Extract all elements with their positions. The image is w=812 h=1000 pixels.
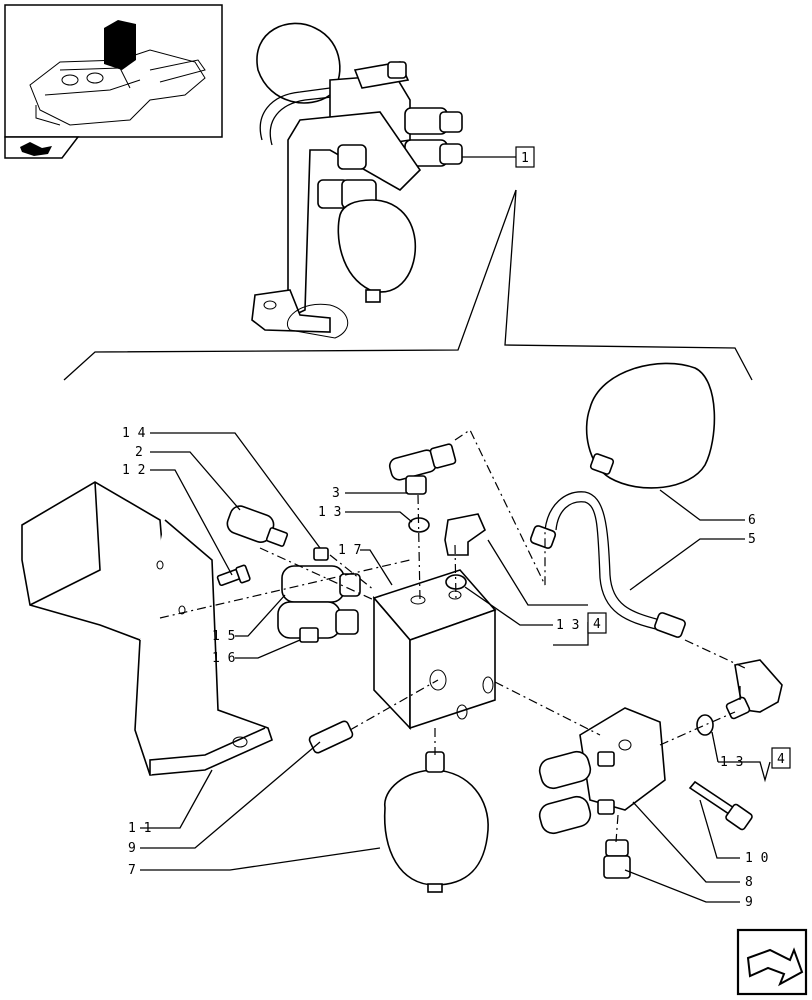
ref-box-1 <box>515 146 535 168</box>
ref-box-4-upper <box>587 612 607 634</box>
callout-ref-4-upper: 4 <box>593 617 601 632</box>
label-12: 1 2 <box>122 463 145 478</box>
locator-nav-tab[interactable] <box>4 136 80 159</box>
arrow-right-icon <box>746 947 804 987</box>
label-15: 1 5 <box>212 629 235 644</box>
fitting-part-9-b <box>603 839 631 879</box>
next-page-button[interactable] <box>736 928 808 996</box>
valve-block-part-17 <box>372 569 497 731</box>
top-assembly-illustration <box>251 22 463 339</box>
bracket-part-11 <box>21 481 273 776</box>
callout-ref-4-lower: 4 <box>777 752 785 767</box>
label-13-b: 1 3 <box>556 618 579 633</box>
label-17: 1 7 <box>338 543 361 558</box>
solenoid-part-16 <box>277 601 359 643</box>
label-8: 8 <box>745 875 753 890</box>
label-2: 2 <box>135 445 143 460</box>
valve-part-8 <box>538 707 666 835</box>
sensor-part-2 <box>226 505 289 547</box>
label-6: 6 <box>748 513 756 528</box>
accumulator-part-6 <box>585 362 716 489</box>
accumulator-part-7 <box>383 751 489 893</box>
elbow-part-4-a <box>444 513 486 556</box>
label-3: 3 <box>332 486 340 501</box>
label-13-a: 1 3 <box>318 505 341 520</box>
bolt-part-10 <box>688 780 753 831</box>
book-icon <box>20 142 52 156</box>
label-5: 5 <box>748 532 756 547</box>
tee-fitting-part-3 <box>388 443 457 495</box>
label-9-a: 9 <box>128 841 136 856</box>
label-11: 1 1 <box>128 821 151 836</box>
locator-thumbnail <box>4 4 223 138</box>
ref-box-4-lower <box>771 747 791 769</box>
leader-lines <box>140 432 771 903</box>
bolt-part-12 <box>216 564 251 587</box>
elbow-part-4-b <box>725 659 783 720</box>
label-7: 7 <box>128 863 136 878</box>
label-10: 1 0 <box>745 851 768 866</box>
washer-part-13-c <box>696 714 714 736</box>
fitting-part-9-a <box>308 720 354 754</box>
label-9-b: 9 <box>745 895 753 910</box>
plug-part-14 <box>313 547 329 561</box>
label-14: 1 4 <box>122 426 146 441</box>
callout-ref-1: 1 <box>521 151 529 166</box>
solenoid-part-15 <box>281 565 361 603</box>
assembly-center-lines <box>159 429 746 843</box>
label-16: 1 6 <box>212 651 235 666</box>
label-13-c: 1 3 <box>720 755 743 770</box>
pipe-part-5 <box>529 491 686 638</box>
